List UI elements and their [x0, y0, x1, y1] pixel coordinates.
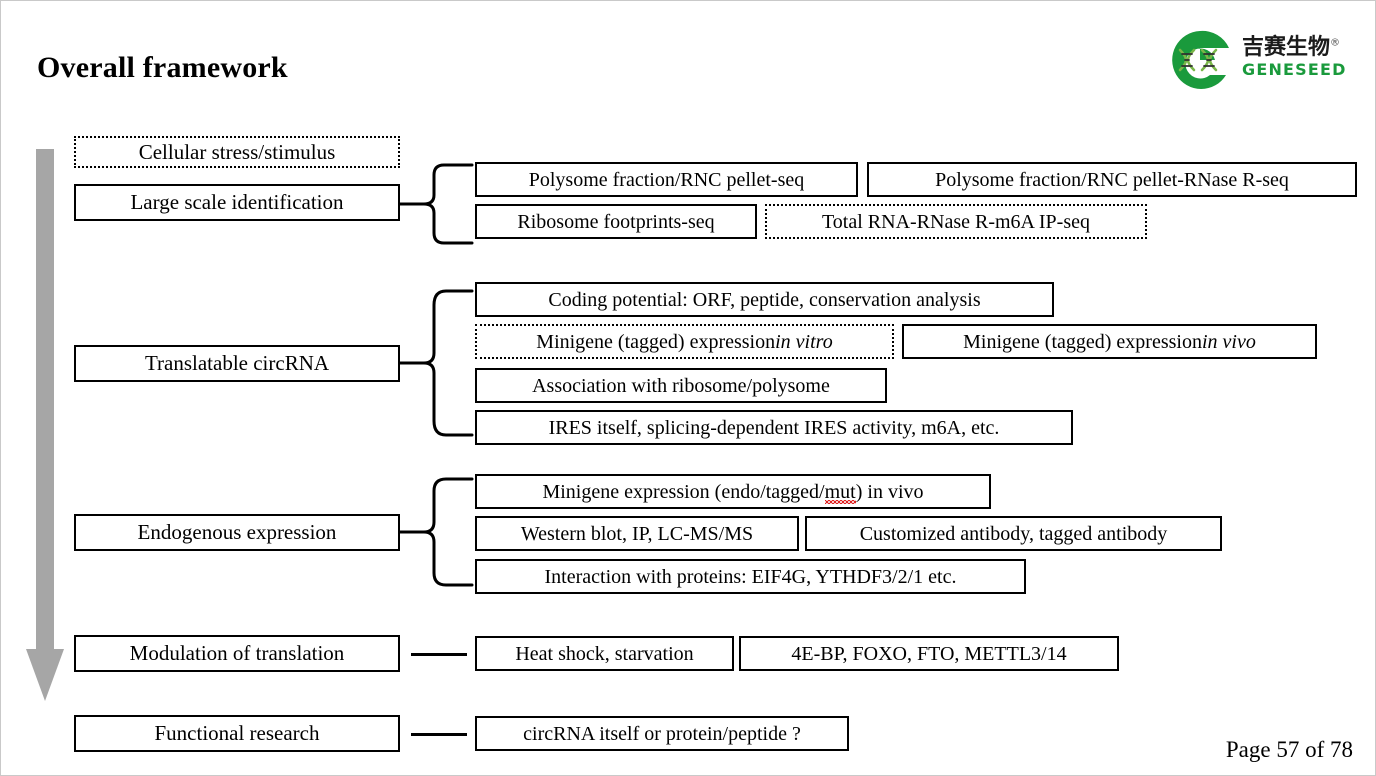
line-connector-functional-research	[411, 733, 467, 736]
item-label-part-a: Minigene expression (endo/tagged/	[542, 480, 825, 503]
stage-box-cellular-stress[interactable]: Cellular stress/stimulus	[74, 136, 400, 168]
item-box-coding-potential[interactable]: Coding potential: ORF, peptide, conserva…	[475, 282, 1054, 317]
item-box-heat-shock-starvation[interactable]: Heat shock, starvation	[475, 636, 734, 671]
page-number: Page 57 of 78	[1225, 737, 1353, 762]
logo-chinese-text: 吉赛生物	[1242, 35, 1331, 60]
item-label-italic: in vitro	[775, 330, 833, 353]
item-box-association-with-ribosome-polysome[interactable]: Association with ribosome/polysome	[475, 368, 887, 403]
registered-trademark-icon: ®	[1330, 37, 1341, 49]
stage-box-functional-research[interactable]: Functional research	[74, 715, 400, 752]
item-box-minigene-expression-in-vitro[interactable]: Minigene (tagged) expression in vitro	[475, 324, 894, 359]
item-box-customized-antibody[interactable]: Customized antibody, tagged antibody	[805, 516, 1222, 551]
brace-connector-translatable-circrna	[400, 289, 474, 437]
dna-helix-in-g-circle-icon	[1172, 30, 1229, 89]
item-box-4ebp-foxo-fto-mettl3-14[interactable]: 4E-BP, FOXO, FTO, METTL3/14	[739, 636, 1119, 671]
item-box-minigene-expression-in-vivo-endo[interactable]: Minigene expression (endo/tagged/mut) in…	[475, 474, 991, 509]
stage-box-translatable-circrna[interactable]: Translatable circRNA	[74, 345, 400, 382]
item-box-ires-itself[interactable]: IRES itself, splicing-dependent IRES act…	[475, 410, 1073, 445]
item-box-total-rna-rnase-r-m6a-ip-seq[interactable]: Total RNA-RNase R-m6A IP-seq	[765, 204, 1147, 239]
downward-flow-arrow-icon	[26, 149, 64, 701]
item-box-circrna-itself-or-protein-peptide[interactable]: circRNA itself or protein/peptide ?	[475, 716, 849, 751]
page-title: Overall framework	[37, 51, 288, 84]
item-box-western-blot-ip-lc-ms-ms[interactable]: Western blot, IP, LC-MS/MS	[475, 516, 799, 551]
line-connector-modulation-of-translation	[411, 653, 467, 656]
logo-chinese-name: 吉赛生物®	[1242, 37, 1362, 59]
stage-box-endogenous-expression[interactable]: Endogenous expression	[74, 514, 400, 551]
item-box-polysome-fraction-rnc-pellet-seq[interactable]: Polysome fraction/RNC pellet-seq	[475, 162, 858, 197]
item-label-italic: in vivo	[1201, 330, 1256, 353]
logo-english-name: GENESEED	[1242, 60, 1347, 79]
item-label-part-b: ) in vivo	[855, 480, 924, 503]
stage-box-modulation-of-translation[interactable]: Modulation of translation	[74, 635, 400, 672]
item-label-misspelled-word: mut	[824, 480, 856, 504]
item-label-prefix: Minigene (tagged) expression	[536, 330, 776, 353]
item-box-minigene-expression-in-vivo[interactable]: Minigene (tagged) expression in vivo	[902, 324, 1317, 359]
company-logo: 吉赛生物® GENESEED	[1164, 27, 1364, 97]
item-label-prefix: Minigene (tagged) expression	[963, 330, 1202, 353]
item-box-polysome-fraction-rnc-pellet-rnase-r-seq[interactable]: Polysome fraction/RNC pellet-RNase R-seq	[867, 162, 1357, 197]
brace-connector-large-scale-identification	[400, 163, 474, 245]
item-box-ribosome-footprints-seq[interactable]: Ribosome footprints-seq	[475, 204, 757, 239]
stage-box-large-scale-identification[interactable]: Large scale identification	[74, 184, 400, 221]
brace-connector-endogenous-expression	[400, 477, 474, 587]
item-box-interaction-with-proteins[interactable]: Interaction with proteins: EIF4G, YTHDF3…	[475, 559, 1026, 594]
